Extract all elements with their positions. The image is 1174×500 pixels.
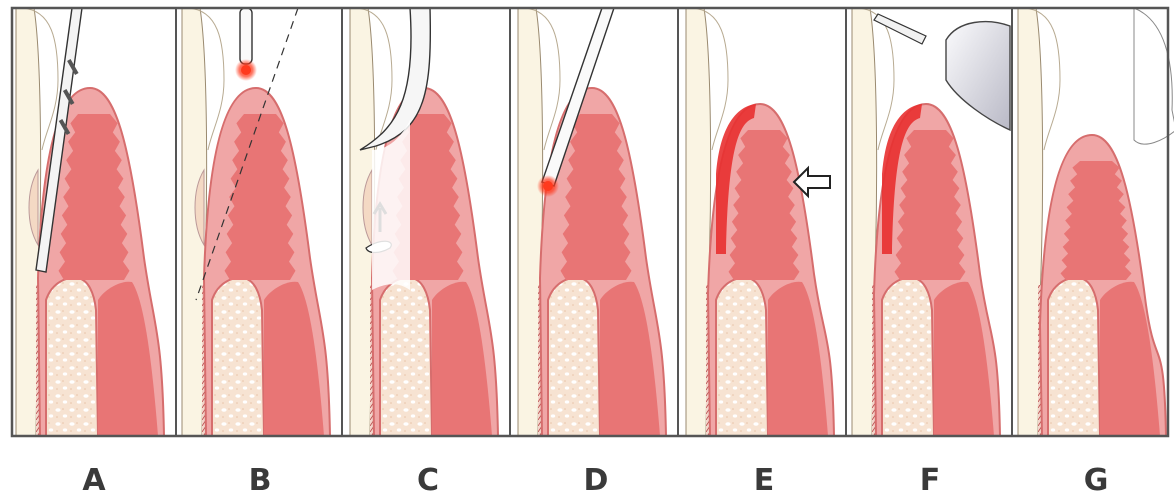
alveolar-bone — [548, 278, 600, 436]
panel-label-d: D — [584, 463, 609, 498]
alveolar-bone — [716, 278, 768, 436]
panel-label-b: B — [249, 463, 272, 498]
alveolar-bone — [882, 278, 934, 436]
alveolar-bone — [1048, 278, 1100, 436]
panel-f: F — [848, 8, 1012, 498]
panel-g: G — [1014, 8, 1174, 498]
alveolar-bone — [46, 278, 98, 436]
panel-label-e: E — [754, 463, 775, 498]
alveolar-bone — [380, 278, 432, 436]
panel-b: B — [178, 8, 342, 498]
panel-c: C — [346, 8, 510, 498]
panel-d: D — [514, 8, 678, 498]
panel-label-f: F — [920, 463, 941, 498]
panel-e: E — [682, 8, 846, 498]
panel-a: A — [12, 8, 176, 498]
panel-label-c: C — [417, 463, 439, 498]
alveolar-bone — [212, 278, 264, 436]
panel-label-a: A — [82, 463, 106, 498]
panel-label-g: G — [1084, 463, 1109, 498]
